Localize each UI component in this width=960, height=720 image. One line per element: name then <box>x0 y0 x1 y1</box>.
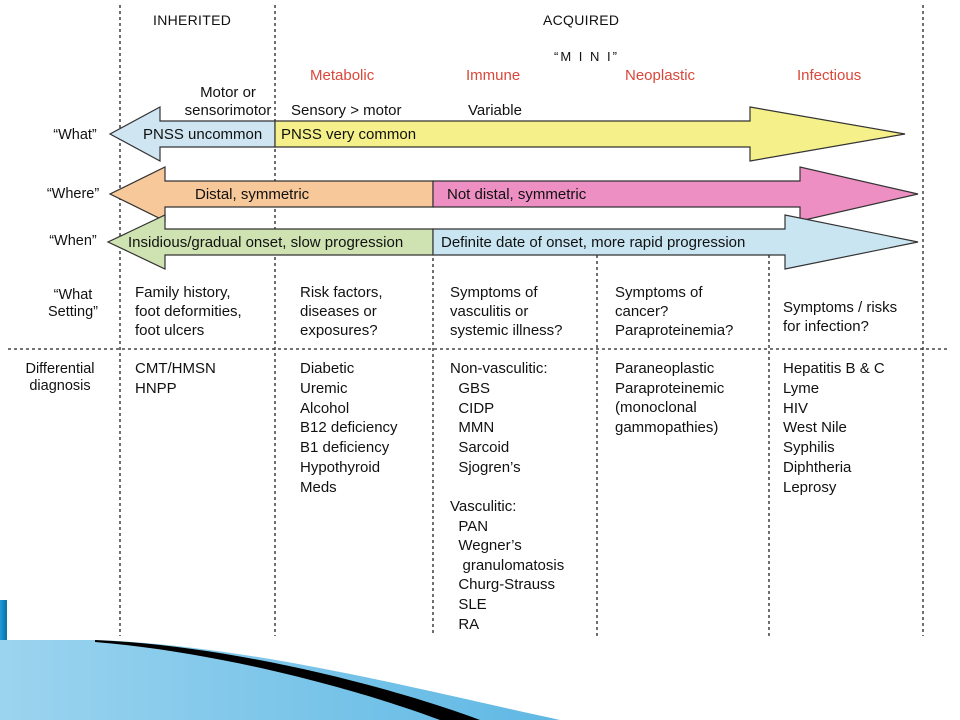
what-variable-label: Variable <box>468 102 522 119</box>
what-right-text: PNSS very common <box>281 126 417 143</box>
what-motor-label: Motor or sensorimotor <box>184 84 272 119</box>
what-arrow-left <box>108 105 276 163</box>
row-label-differential: Differential diagnosis <box>25 361 95 394</box>
category-immune: Immune <box>466 67 521 84</box>
setting-metabolic: Risk factors, diseases or exposures? <box>300 284 383 339</box>
what-sensory-label: Sensory > motor <box>291 102 402 119</box>
header-inherited: INHERITED <box>153 12 232 28</box>
diagnosis-inherited: CMT/HMSN HNPP <box>135 360 216 397</box>
category-neoplastic: Neoplastic <box>625 67 696 84</box>
setting-inherited: Family history, foot deformities, foot u… <box>135 284 242 339</box>
diagnosis-infectious: Hepatitis B & C Lyme HIV West Nile Syphi… <box>783 360 885 496</box>
where-right-text: Not distal, symmetric <box>447 186 587 203</box>
header-acquired: ACQUIRED <box>543 12 620 28</box>
when-right-text: Definite date of onset, more rapid progr… <box>441 234 746 251</box>
row-label-what-setting: “What Setting” <box>48 287 98 320</box>
row-label-when: “When” <box>49 233 97 249</box>
category-metabolic: Metabolic <box>310 67 375 84</box>
row-label-what: “What” <box>53 127 97 143</box>
where-arrow-right <box>432 166 919 222</box>
where-left-text: Distal, symmetric <box>195 186 310 203</box>
when-arrow-right <box>432 214 919 270</box>
what-left-text: PNSS uncommon <box>143 126 263 143</box>
header-mini: “M I N I” <box>554 49 619 64</box>
diagnosis-immune-nonvasculitic: Non-vasculitic: GBS CIDP MMN Sarcoid Sjo… <box>450 360 548 476</box>
diagnosis-neoplastic: Paraneoplastic Paraproteinemic (monoclon… <box>615 360 725 436</box>
left-accent-bar <box>0 600 7 640</box>
setting-immune: Symptoms of vasculitis or systemic illne… <box>450 284 563 339</box>
when-arrow-left <box>106 214 434 270</box>
what-arrow-right <box>274 106 906 162</box>
bottom-swoosh-dark <box>95 640 480 720</box>
setting-neoplastic: Symptoms of cancer? Paraproteinemia? <box>615 284 734 339</box>
diagnosis-metabolic: Diabetic Uremic Alcohol B12 deficiency B… <box>300 360 398 496</box>
row-label-where: “Where” <box>46 186 100 202</box>
setting-infectious: Symptoms / risks for infection? <box>783 299 898 335</box>
when-left-text: Insidious/gradual onset, slow progressio… <box>128 234 404 251</box>
where-arrow-left <box>108 166 434 222</box>
diagnosis-immune-vasculitic: Vasculitic: PAN Wegner’s granulomatosis … <box>450 498 565 633</box>
category-infectious: Infectious <box>797 67 862 84</box>
